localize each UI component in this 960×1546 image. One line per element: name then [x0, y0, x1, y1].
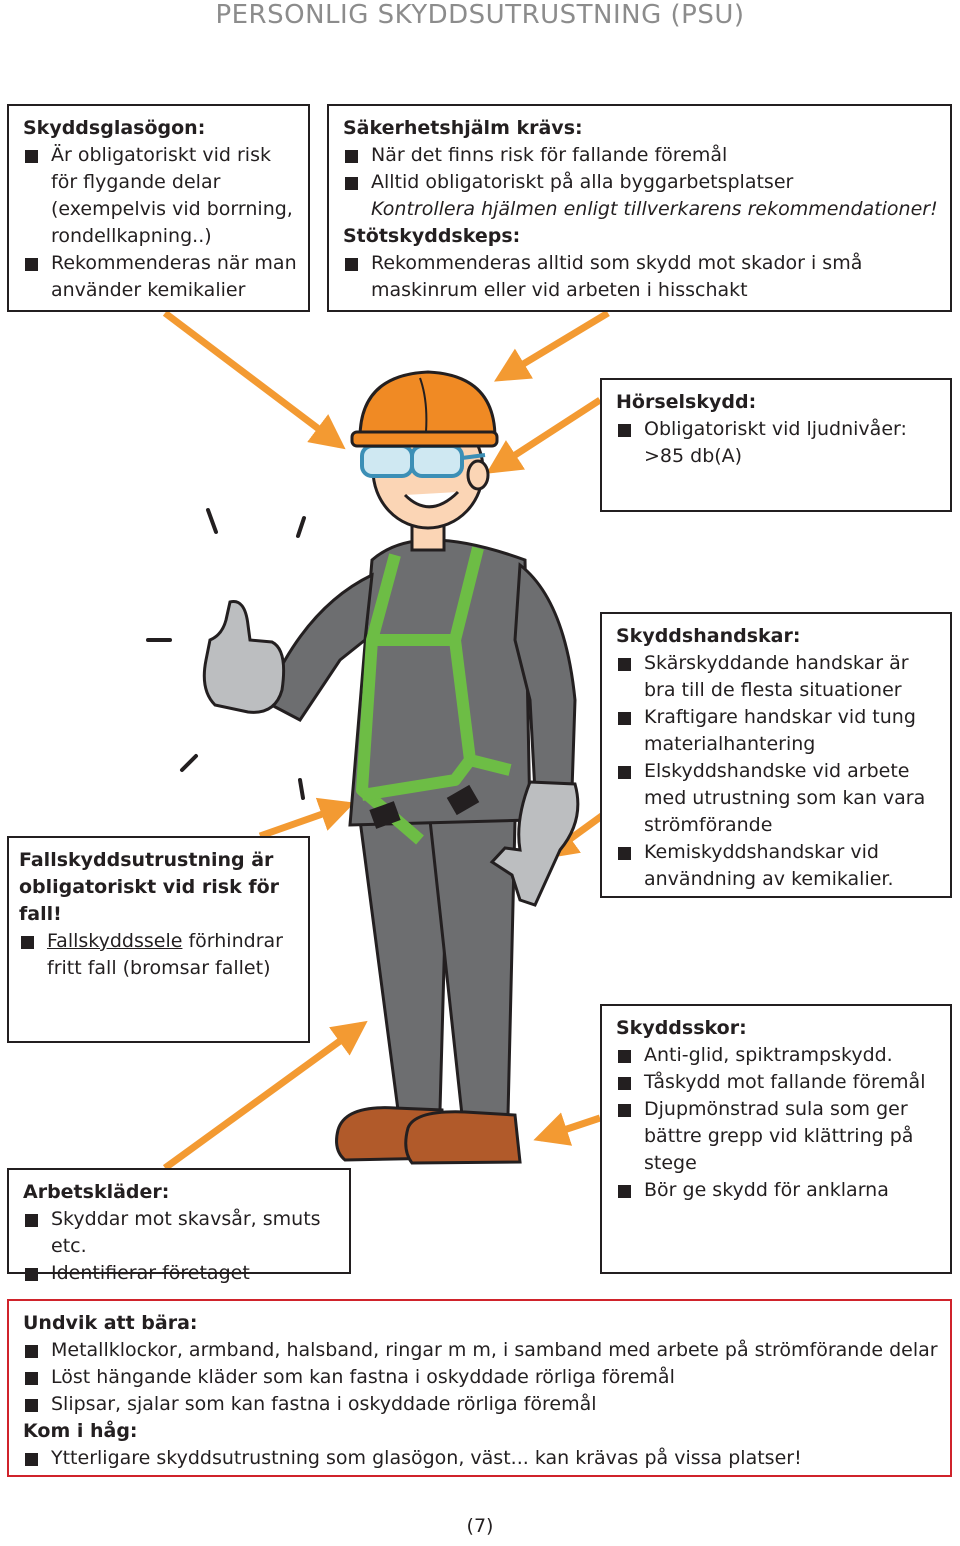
hearing-heading: Hörselskydd:: [616, 391, 757, 413]
fall-item-text: förhindrar fritt fall (bromsar fallet): [47, 930, 283, 979]
shoes-info-box: Skyddsskor: Anti-glid, spiktrampskydd. T…: [600, 1004, 952, 1274]
avoid-item: Metallklockor, armband, halsband, ringar…: [23, 1337, 940, 1364]
arrow-fall: [258, 797, 355, 840]
hearing-info-box: Hörselskydd: Obligatoriskt vid ljudnivåe…: [600, 378, 952, 512]
safety-glasses: [360, 444, 486, 478]
gloves-item: Elskyddshandske vid arbete med utrustnin…: [616, 758, 940, 839]
gloves-heading: Skyddshandskar:: [616, 625, 801, 647]
glasses-heading: Skyddsglasögon:: [23, 117, 206, 139]
avoid-heading: Undvik att bära:: [23, 1312, 198, 1334]
hearing-item: Obligatoriskt vid ljudnivåer: >85 db(A): [616, 416, 940, 470]
shoes-heading: Skyddsskor:: [616, 1017, 747, 1039]
shoes-item: Anti-glid, spiktrampskydd.: [616, 1042, 940, 1069]
safety-helmet: [350, 370, 499, 448]
shoes-item: Bör ge skydd för anklarna: [616, 1177, 940, 1204]
fall-protection-info-box: Fallskyddsutrustning är obligatoriskt vi…: [7, 836, 310, 1043]
glove-right: [489, 780, 580, 907]
arrow-shoes: [533, 1112, 602, 1146]
fall-heading: Fallskyddsutrustning är obligatoriskt vi…: [19, 849, 280, 925]
helmet-heading: Säkerhetshjälm krävs:: [343, 117, 583, 139]
arrow-hearing: [486, 397, 602, 474]
arrow-helmet: [494, 310, 610, 382]
page-number: (7): [466, 1515, 494, 1537]
gloves-item: Kraftigare handskar vid tung materialhan…: [616, 704, 940, 758]
helmet-item: När det finns risk för fallande föremål: [343, 142, 940, 169]
avoid-item: Slipsar, sjalar som kan fastna i oskydda…: [23, 1391, 940, 1418]
gloves-item: Skärskyddande handskar är bra till de fl…: [616, 650, 940, 704]
glasses-item: Är obligatoriskt vid risk för flygande d…: [23, 142, 298, 250]
avoid-item: Löst hängande kläder som kan fastna i os…: [23, 1364, 940, 1391]
boot-right: [404, 1110, 522, 1165]
remember-item: Ytterligare skyddsutrustning som glasögo…: [23, 1445, 940, 1472]
pointer-arrows: [162, 310, 613, 1171]
shoes-item: Tåskydd mot fallande föremål: [616, 1069, 940, 1096]
helmet-item: Alltid obligatoriskt på alla byggarbetsp…: [343, 169, 940, 196]
bump-cap-heading: Stötskyddskeps:: [343, 225, 521, 247]
gloves-item: Kemiskyddshandskar vid användning av kem…: [616, 839, 940, 893]
fall-item: Fallskyddssele förhindrar fritt fall (br…: [19, 928, 298, 982]
glasses-item: Rekommenderas när man använder kemikalie…: [23, 250, 298, 304]
harness-link[interactable]: Fallskyddssele: [47, 930, 183, 952]
remember-heading: Kom i håg:: [23, 1420, 138, 1442]
page-title: PERSONLIG SKYDDSUTRUSTNING (PSU): [215, 0, 745, 30]
bump-cap-item: Rekommenderas alltid som skydd mot skado…: [343, 250, 940, 304]
gloves-info-box: Skyddshandskar: Skärskyddande handskar ä…: [600, 612, 952, 898]
clothes-item: Skyddar mot skavsår, smuts etc.: [23, 1206, 339, 1260]
glove-left: [202, 599, 286, 714]
helmet-note: Kontrollera hjälmen enligt tillverkarens…: [371, 198, 938, 220]
arrow-glasses: [162, 310, 346, 450]
glasses-info-box: Skyddsglasögon: Är obligatoriskt vid ris…: [7, 104, 310, 312]
clothes-info-box: Arbetskläder: Skyddar mot skavsår, smuts…: [7, 1168, 351, 1284]
clothes-heading: Arbetskläder:: [23, 1181, 170, 1203]
clothes-item: Identifierar företaget: [23, 1260, 339, 1287]
helmet-info-box: Säkerhetshjälm krävs: När det finns risk…: [327, 104, 952, 312]
avoid-warning-box: Undvik att bära: Metallklockor, armband,…: [7, 1299, 952, 1477]
arrow-clothes: [162, 1020, 368, 1171]
shoes-item: Djupmönstrad sula som ger bättre grepp v…: [616, 1096, 940, 1177]
